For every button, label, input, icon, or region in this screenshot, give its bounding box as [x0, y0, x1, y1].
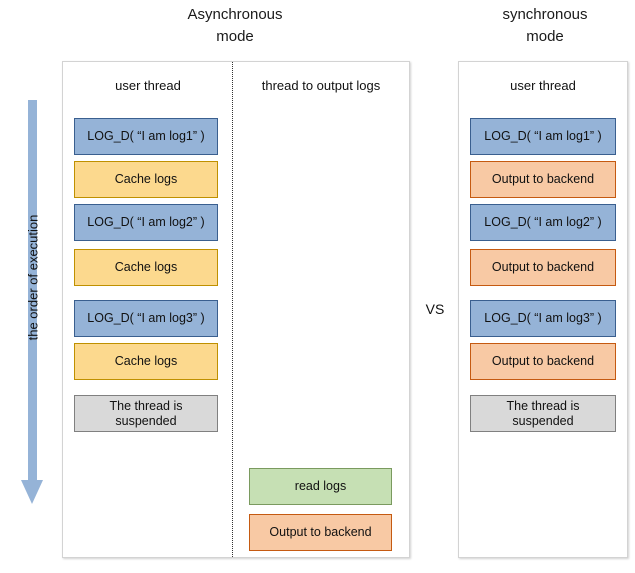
sync-mode-title: synchronous mode: [502, 6, 588, 45]
sync-user-step[interactable]: LOG_D( “I am log2” ): [470, 204, 616, 241]
sync-user-step[interactable]: Output to backend: [470, 249, 616, 286]
async-output-step[interactable]: read logs: [249, 468, 392, 505]
async-user-step[interactable]: Cache logs: [74, 161, 218, 198]
async-mode-title: Asynchronous mode: [187, 6, 283, 45]
async-user-step[interactable]: Cache logs: [74, 343, 218, 380]
async-user-step[interactable]: LOG_D( “I am log1” ): [74, 118, 218, 155]
order-of-execution-arrow: the order of execution: [10, 100, 56, 510]
order-of-execution-label: the order of execution: [25, 214, 41, 341]
async-output-step[interactable]: Output to backend: [249, 514, 392, 551]
async-user-step[interactable]: The thread is suspended: [74, 395, 218, 432]
sync-user-thread-header: user thread: [510, 78, 576, 93]
async-user-step[interactable]: LOG_D( “I am log3” ): [74, 300, 218, 337]
thread-divider: [232, 62, 233, 557]
sync-user-step[interactable]: The thread is suspended: [470, 395, 616, 432]
async-user-step[interactable]: Cache logs: [74, 249, 218, 286]
sync-user-step[interactable]: Output to backend: [470, 161, 616, 198]
async-user-thread-header: user thread: [115, 78, 181, 93]
async-user-step[interactable]: LOG_D( “I am log2” ): [74, 204, 218, 241]
sync-user-step[interactable]: LOG_D( “I am log1” ): [470, 118, 616, 155]
arrow-shaft: [28, 100, 37, 482]
sync-user-step[interactable]: LOG_D( “I am log3” ): [470, 300, 616, 337]
arrow-head-down-icon: [21, 480, 43, 504]
sync-user-step[interactable]: Output to backend: [470, 343, 616, 380]
vs-label: VS: [425, 301, 445, 317]
async-output-thread-header: thread to output logs: [261, 78, 381, 93]
